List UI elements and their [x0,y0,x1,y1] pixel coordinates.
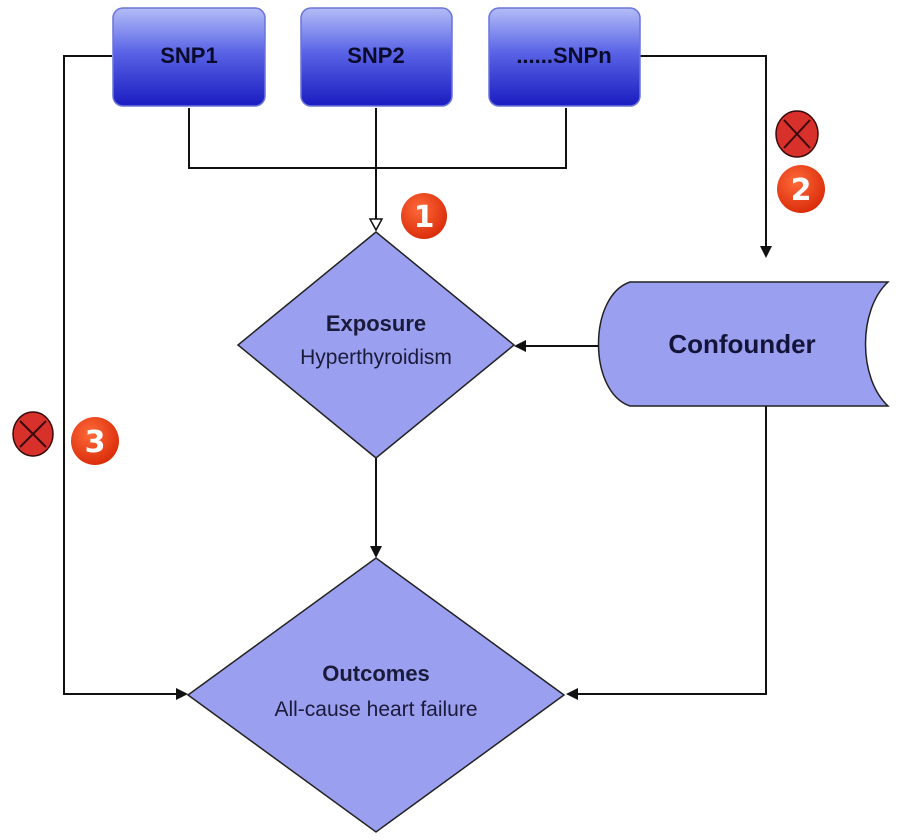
snp-box-1: SNP1 [112,7,266,107]
confounder-to-outcome-arrow [566,405,767,700]
confounder-node: Confounder [597,281,890,407]
outcomes-title: Outcomes [322,661,430,686]
snp-to-outcome-arrow [63,55,188,700]
badge-number-3: 3 [85,425,106,460]
snp-box-n: ......SNPn [488,7,641,107]
confounder-label: Confounder [668,329,815,359]
badge-3: 3 [71,417,119,465]
cross-circle-icon [12,411,54,457]
badge-number-1: 1 [414,200,435,235]
badge-2: 2 [777,165,825,213]
snp-label-n: ......SNPn [516,43,611,68]
badge-number-2: 2 [791,173,812,208]
connectors [63,55,772,700]
outcomes-node: Outcomes All-cause heart failure [186,557,566,833]
exposure-subtitle: Hyperthyroidism [300,346,452,369]
snp-to-confounder-arrow [640,55,772,258]
snp-box-2: SNP2 [300,7,453,107]
outcomes-subtitle: All-cause heart failure [274,698,477,721]
exposure-title: Exposure [326,311,426,336]
snp-merge-bracket [188,108,567,169]
badge-1: 1 [401,193,447,239]
snp-label-1: SNP1 [160,43,217,68]
cross-circle-icon [775,110,819,158]
snp-label-2: SNP2 [347,43,404,68]
exposure-node: Exposure Hyperthyroidism [236,231,516,459]
